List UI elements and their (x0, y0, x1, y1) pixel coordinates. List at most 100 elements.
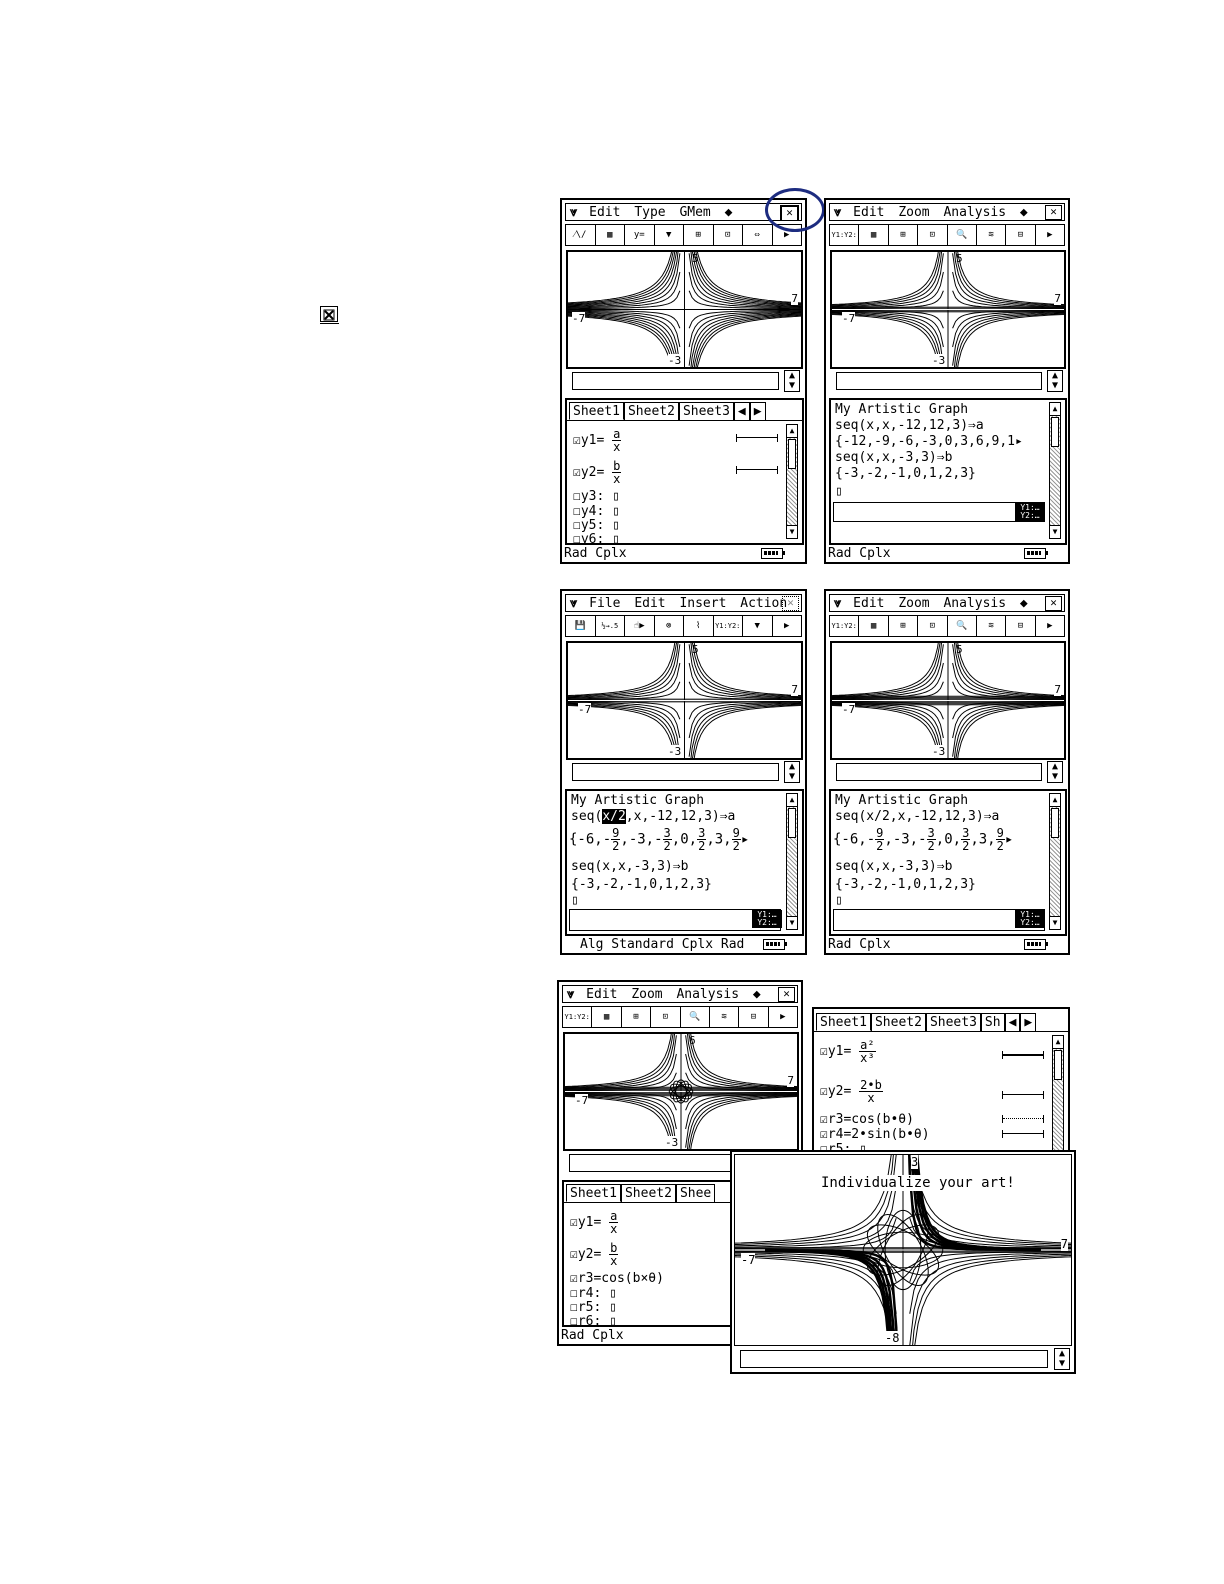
line-style-solid[interactable] (1002, 1130, 1044, 1138)
eq-row-y6[interactable]: ☐y6: ▯ (573, 532, 620, 545)
menu-diamond[interactable]: ◆ (1019, 596, 1028, 611)
eq-row-r3[interactable]: ☑r3=cos(b•θ) (820, 1112, 914, 1127)
toolbar-btn-more[interactable]: ▶ (784, 621, 790, 631)
updown-icon[interactable]: ▲▼ (1047, 370, 1063, 392)
menu-edit[interactable]: Edit (853, 596, 885, 611)
toolbar-btn-graph[interactable]: ⌇ (684, 616, 714, 636)
tab-right-arrow-icon[interactable]: ▶ (749, 402, 766, 420)
entry-line[interactable] (836, 372, 1042, 390)
entry-line[interactable] (572, 763, 779, 781)
menu-type[interactable]: Type (634, 205, 666, 220)
toolbar-btn-swap[interactable]: ⇔ (743, 225, 773, 245)
toolbar-btn-zoom-box[interactable]: ⊞ (889, 616, 919, 636)
eq-row-y5[interactable]: ☐y5: ▯ (573, 518, 620, 533)
scrollbar[interactable]: ▲▼ (786, 424, 798, 539)
input-line[interactable] (569, 909, 781, 931)
menu-action[interactable]: Action (740, 596, 788, 611)
menu-diamond[interactable]: ◆ (1019, 205, 1028, 220)
toolbar-btn-zoom-box[interactable]: ⊞ (889, 225, 919, 245)
text-line-4[interactable]: seq(x,x,-3,3)⇒b (835, 450, 953, 465)
eq-row-r4[interactable]: ☑r4=2•sin(b•θ) (820, 1127, 930, 1142)
eq-row-r4[interactable]: ☐r4: ▯ (570, 1286, 617, 1301)
toolbar-btn-table[interactable]: ▦ (859, 225, 889, 245)
toolbar-btn-more[interactable]: ▶ (780, 1012, 786, 1022)
menu-chevron-icon[interactable]: ⩔ (834, 205, 842, 220)
menu-edit[interactable]: Edit (589, 205, 621, 220)
toolbar-btn-more[interactable]: ▶ (784, 230, 790, 240)
tab-sheet2[interactable]: Sheet2 (870, 1013, 926, 1031)
entry-line[interactable] (572, 372, 779, 390)
eq-row-r5[interactable]: ☐r5: ▯ (570, 1300, 617, 1315)
graph-window[interactable]: 5 -3 -7 7 (566, 250, 803, 369)
tab-sheet3[interactable]: Sheet3 (925, 1013, 981, 1031)
text-line-1[interactable]: My Artistic Graph (571, 793, 705, 808)
toolbar-btn-zoom-std[interactable]: ⊡ (918, 225, 948, 245)
menu-chevron-icon[interactable]: ⩔ (834, 596, 842, 611)
toolbar-btn-fraction[interactable]: ½→.5 (596, 616, 625, 636)
close-icon[interactable]: ✕ (782, 596, 799, 611)
toolbar-btn-table[interactable]: ▦ (859, 616, 889, 636)
toolbar-btn-more[interactable]: ▶ (1047, 230, 1053, 240)
line-style-thick[interactable] (1002, 1051, 1044, 1059)
entry-line[interactable] (836, 763, 1042, 781)
toolbar-btn-zoom-in[interactable]: 🔍 (948, 225, 977, 245)
entry-line[interactable] (740, 1350, 1048, 1368)
graph-window[interactable]: 6 -3 -7 7 (563, 1032, 799, 1151)
selected-text[interactable]: x/2 (602, 809, 626, 824)
text-line-2[interactable]: seq(x/2,x,-12,12,3)⇒a (571, 809, 735, 824)
toolbar-btn-zoom-in[interactable]: 🔍 (681, 1007, 710, 1027)
toolbar-btn-pan[interactable]: ≋ (977, 616, 1007, 636)
menu-edit[interactable]: Edit (634, 596, 666, 611)
toolbar-btn-yeq[interactable]: y= (625, 225, 655, 245)
updown-icon[interactable]: ▲▼ (1054, 1348, 1070, 1370)
tab-sheet4[interactable]: Sh (980, 1013, 1005, 1031)
y1y2-icon[interactable]: Y1:…Y2:… (752, 910, 782, 928)
menu-edit[interactable]: Edit (853, 205, 885, 220)
tab-sheet1[interactable]: Sheet1 (566, 1184, 621, 1202)
text-line-1[interactable]: My Artistic Graph (835, 793, 969, 808)
toolbar-btn-zoom-std[interactable]: ⊡ (714, 225, 743, 245)
eq-row-y4[interactable]: ☐y4: ▯ (573, 504, 620, 519)
toolbar-btn-y1y2[interactable]: Y1:Y2: (830, 616, 860, 636)
toolbar-btn-save[interactable]: 💾 (566, 616, 596, 636)
menu-analysis[interactable]: Analysis (943, 596, 1007, 611)
tab-left-arrow-icon[interactable]: ◀ (1004, 1013, 1021, 1031)
menu-zoom[interactable]: Zoom (898, 596, 930, 611)
toolbar-btn-table[interactable]: ▦ (592, 1007, 622, 1027)
tab-sheet2[interactable]: Sheet2 (623, 402, 679, 420)
tab-right-arrow-icon[interactable]: ▶ (1020, 1013, 1037, 1031)
text-line-4[interactable]: seq(x,x,-3,3)⇒b (571, 859, 689, 874)
updown-icon[interactable]: ▲▼ (784, 761, 800, 783)
toolbar-btn-zoom-std[interactable]: ⊡ (918, 616, 948, 636)
toolbar-btn-dropdown[interactable]: ▼ (743, 616, 773, 636)
toolbar-btn-dropdown[interactable]: ▼ (655, 225, 684, 245)
toolbar-btn-pan[interactable]: ≋ (977, 225, 1007, 245)
toolbar-btn-graph[interactable]: ⁄\/ (566, 225, 596, 245)
toolbar-btn-zoom-std[interactable]: ⊡ (651, 1007, 681, 1027)
eq-row-y3[interactable]: ☐y3: ▯ (573, 489, 620, 504)
toolbar-btn-table[interactable]: ▦ (596, 225, 625, 245)
tab-sheet1[interactable]: Sheet1 (816, 1013, 871, 1031)
toolbar-btn-pan[interactable]: ≋ (710, 1007, 740, 1027)
toolbar-btn-zoom-in[interactable]: 🔍 (948, 616, 977, 636)
cursor-line[interactable]: ▯ (835, 893, 843, 908)
menu-gmem[interactable]: GMem (679, 205, 711, 220)
line-style-solid[interactable] (736, 434, 778, 442)
cursor-line[interactable]: ▯ (835, 484, 843, 499)
text-line-2[interactable]: seq(x/2,x,-12,12,3)⇒a (835, 809, 1000, 824)
graph-window[interactable]: 5 -3 -7 7 (566, 641, 803, 760)
toolbar-btn-trace[interactable]: ⊟ (1006, 616, 1036, 636)
scrollbar[interactable]: ▲▼ (1049, 402, 1061, 539)
text-line-2[interactable]: seq(x,x,-12,12,3)⇒a (835, 418, 984, 433)
line-style-solid[interactable] (736, 466, 778, 474)
menu-insert[interactable]: Insert (679, 596, 727, 611)
toolbar-btn-stop[interactable]: ⊗ (655, 616, 684, 636)
menu-zoom[interactable]: Zoom (631, 987, 663, 1002)
updown-icon[interactable]: ▲▼ (784, 370, 800, 392)
scrollbar[interactable]: ▲▼ (1049, 793, 1061, 930)
menu-zoom[interactable]: Zoom (898, 205, 930, 220)
